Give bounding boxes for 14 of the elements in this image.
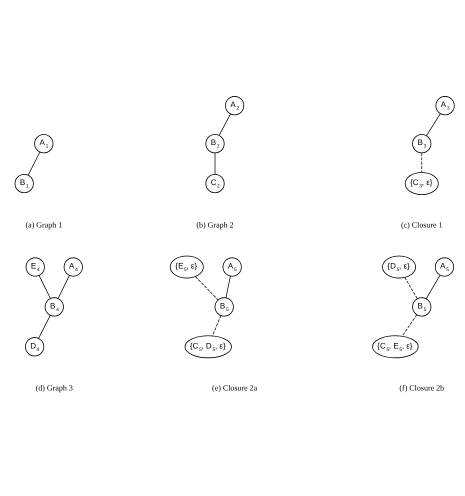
- connector: [426, 274, 440, 300]
- connector: [214, 152, 216, 175]
- connector: [226, 276, 231, 298]
- connector: [28, 152, 40, 176]
- connector: [404, 277, 418, 300]
- connector: [38, 314, 51, 339]
- connector: [195, 276, 218, 300]
- connector: [402, 314, 418, 337]
- connector: [58, 275, 70, 299]
- connector: [218, 114, 231, 136]
- connector: [426, 113, 441, 136]
- connector: [421, 152, 422, 173]
- connector: [38, 275, 51, 299]
- connector: [212, 315, 222, 336]
